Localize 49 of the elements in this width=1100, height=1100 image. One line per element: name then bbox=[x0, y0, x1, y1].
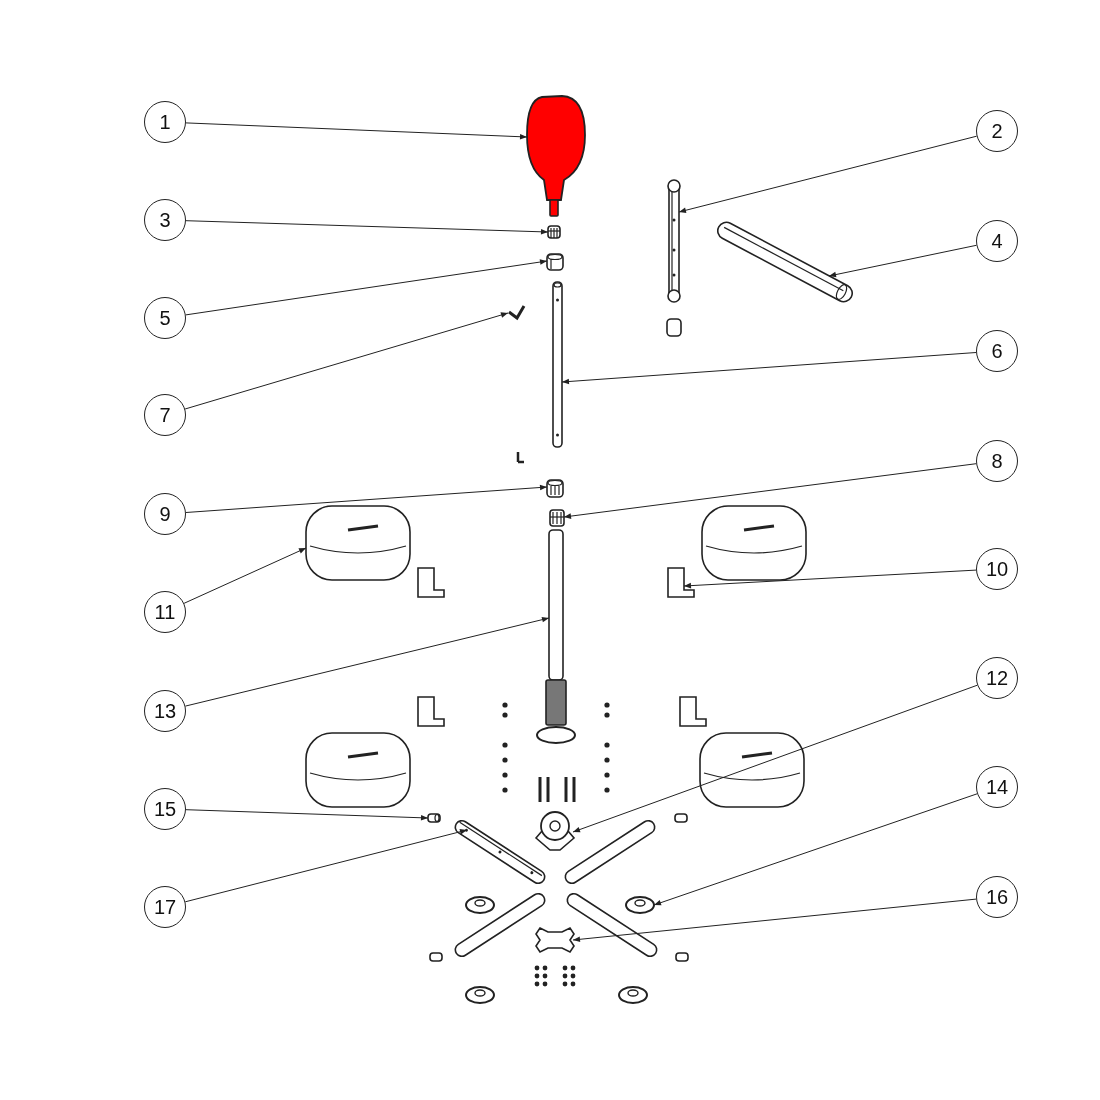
leader-line bbox=[678, 135, 978, 213]
callout-number: 1 bbox=[144, 101, 186, 143]
leader-line bbox=[185, 220, 549, 235]
callout-number: 8 bbox=[976, 440, 1018, 482]
callout-number: 14 bbox=[976, 766, 1018, 808]
leader-line bbox=[563, 463, 977, 519]
callout-number: 9 bbox=[144, 493, 186, 535]
collar-drawing bbox=[546, 253, 564, 271]
leader-line bbox=[184, 312, 509, 410]
leader-line bbox=[683, 569, 977, 589]
leader-line bbox=[572, 898, 977, 943]
leader-line bbox=[828, 244, 977, 278]
pin-drawing bbox=[508, 305, 526, 321]
connector-drawing bbox=[547, 225, 561, 239]
upper-tube-drawing bbox=[667, 179, 681, 303]
cross-plate-drawing bbox=[535, 926, 575, 954]
callout-number: 5 bbox=[144, 297, 186, 339]
lower-pole-drawing bbox=[536, 529, 576, 744]
collar-drawing bbox=[546, 479, 564, 498]
callout-number: 12 bbox=[976, 657, 1018, 699]
bracket-drawing bbox=[667, 567, 695, 598]
connector-drawing bbox=[549, 509, 565, 527]
callout-number: 16 bbox=[976, 876, 1018, 918]
callout-number: 17 bbox=[144, 886, 186, 928]
callout-number: 13 bbox=[144, 690, 186, 732]
flange-plate-drawing bbox=[534, 811, 576, 851]
leader-line bbox=[183, 547, 307, 604]
leader-line bbox=[185, 809, 429, 821]
callout-number: 7 bbox=[144, 394, 186, 436]
foot-drawing bbox=[625, 896, 655, 914]
callout-number: 6 bbox=[976, 330, 1018, 372]
weight-block-drawing bbox=[305, 505, 411, 581]
callout-number: 10 bbox=[976, 548, 1018, 590]
callout-number: 2 bbox=[976, 110, 1018, 152]
punching-bag-drawing bbox=[526, 95, 586, 217]
end-plug-drawing bbox=[427, 813, 441, 823]
leader-line bbox=[653, 793, 978, 906]
leader-line bbox=[572, 684, 978, 833]
callout-number: 11 bbox=[144, 591, 186, 633]
leader-line bbox=[561, 352, 977, 385]
leader-line bbox=[184, 829, 468, 903]
callout-number: 3 bbox=[144, 199, 186, 241]
callout-number: 15 bbox=[144, 788, 186, 830]
leader-line bbox=[184, 616, 550, 707]
callout-number: 4 bbox=[976, 220, 1018, 262]
leader-line bbox=[185, 259, 548, 316]
leader-line bbox=[185, 484, 548, 513]
pole-drawing bbox=[552, 281, 563, 448]
leader-line bbox=[185, 122, 528, 140]
